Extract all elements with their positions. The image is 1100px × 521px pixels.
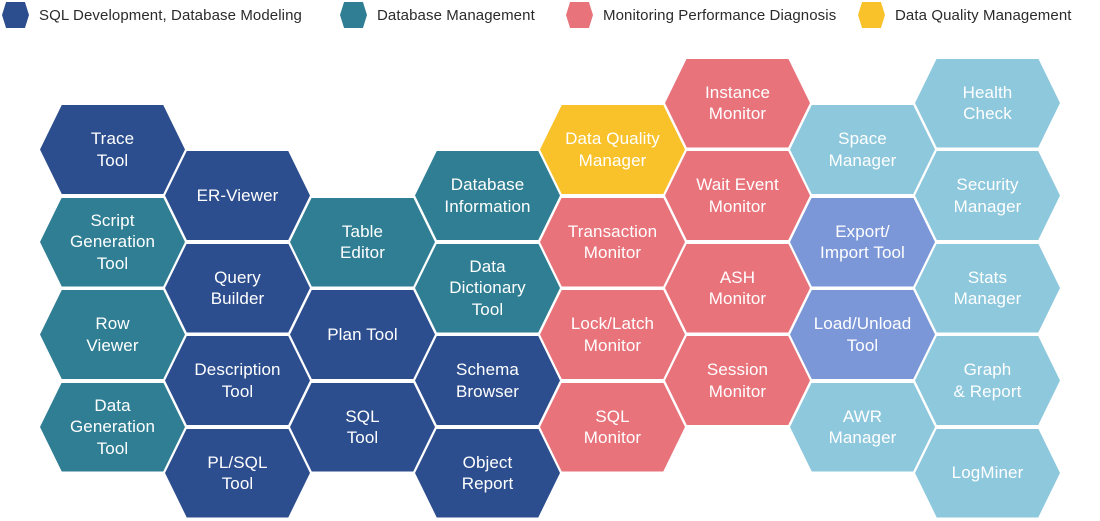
hex-sql-tool: SQL Tool	[290, 382, 435, 472]
legend-label: Data Quality Management	[895, 6, 1072, 24]
hex-label: Health Check	[962, 82, 1013, 123]
hex-trace-tool: Trace Tool	[40, 105, 185, 194]
hex-label: Stats Manager	[953, 267, 1022, 308]
hex-load-unload-tool: Load/Unload Tool	[790, 290, 935, 379]
hex-label: Transaction Monitor	[567, 221, 658, 262]
hex-data-dictionary-tool: Data Dictionary Tool	[415, 243, 560, 333]
hex-script-generation-tool: Script Generation Tool	[40, 197, 185, 287]
hex-logminer: LogMiner	[915, 428, 1060, 518]
navy-hexagon-icon	[2, 2, 29, 28]
hex-label: Instance Monitor	[704, 82, 771, 123]
hex-description-tool: Description Tool	[165, 336, 310, 425]
hex-instance-monitor: Instance Monitor	[665, 58, 810, 148]
hex-label: LogMiner	[951, 463, 1024, 483]
hex-label: Database Information	[444, 175, 531, 216]
hex-label: Export/ Import Tool	[820, 221, 905, 262]
hex-label: Security Manager	[953, 175, 1022, 216]
legend-label: SQL Development, Database Modeling	[39, 6, 302, 24]
hex-label: Lock/Latch Monitor	[570, 314, 655, 355]
legend-item-database-management: Database Management	[340, 2, 535, 28]
hex-graph-report: Graph & Report	[915, 336, 1060, 425]
hex-label: Session Monitor	[706, 360, 769, 401]
hex-label: Graph & Report	[953, 360, 1022, 401]
hex-query-builder: Query Builder	[165, 243, 310, 333]
hex-label: Trace Tool	[90, 129, 135, 170]
hex-session-monitor: Session Monitor	[665, 336, 810, 425]
hex-label: Data Dictionary Tool	[449, 256, 526, 319]
hex-schema-browser: Schema Browser	[415, 336, 560, 425]
hex-transaction-monitor: Transaction Monitor	[540, 197, 685, 287]
hex-pl-sql-tool: PL/SQL Tool	[165, 428, 310, 518]
hex-wait-event-monitor: Wait Event Monitor	[665, 151, 810, 240]
hex-label: Object Report	[461, 452, 514, 493]
legend-label: Database Management	[377, 6, 535, 24]
hex-export-import-tool: Export/ Import Tool	[790, 197, 935, 287]
hex-label: Description Tool	[194, 360, 281, 401]
hex-security-manager: Security Manager	[915, 151, 1060, 240]
hex-table-editor: Table Editor	[290, 197, 435, 287]
hex-data-generation-tool: Data Generation Tool	[40, 382, 185, 472]
hex-label: AWR Manager	[828, 406, 897, 447]
hex-ash-monitor: ASH Monitor	[665, 243, 810, 333]
teal-hexagon-icon	[340, 2, 367, 28]
hex-label: Table Editor	[339, 221, 385, 262]
legend-label: Monitoring Performance Diagnosis	[603, 6, 837, 24]
hex-label: Wait Event Monitor	[696, 175, 779, 216]
salmon-hexagon-icon	[566, 2, 593, 28]
hex-label: ASH Monitor	[708, 267, 767, 308]
hex-label: Script Generation Tool	[69, 210, 156, 273]
hex-sql-monitor: SQL Monitor	[540, 382, 685, 472]
hex-er-viewer: ER-Viewer	[165, 151, 310, 240]
hex-plan-tool: Plan Tool	[290, 290, 435, 379]
hex-label: Query Builder	[210, 267, 265, 308]
hex-space-manager: Space Manager	[790, 105, 935, 194]
hex-stats-manager: Stats Manager	[915, 243, 1060, 333]
hex-object-report: Object Report	[415, 428, 560, 518]
hex-label: Row Viewer	[86, 314, 139, 355]
legend-item-monitoring-performance: Monitoring Performance Diagnosis	[566, 2, 836, 28]
hex-label: Space Manager	[828, 129, 897, 170]
hex-label: Load/Unload Tool	[813, 314, 912, 355]
hex-data-quality-manager: Data Quality Manager	[540, 105, 685, 194]
hex-health-check: Health Check	[915, 58, 1060, 148]
hex-label: SQL Tool	[345, 406, 380, 447]
hex-label: Data Generation Tool	[69, 395, 156, 458]
hex-label: PL/SQL Tool	[207, 452, 268, 493]
hex-label: SQL Monitor	[583, 406, 642, 447]
hex-row-viewer: Row Viewer	[40, 290, 185, 379]
legend-item-data-quality: Data Quality Management	[858, 2, 1072, 28]
hex-lock-latch-monitor: Lock/Latch Monitor	[540, 290, 685, 379]
legend-item-sql-development: SQL Development, Database Modeling	[2, 2, 302, 28]
yellow-hexagon-icon	[858, 2, 885, 28]
hex-label: Schema Browser	[455, 360, 520, 401]
hex-awr-manager: AWR Manager	[790, 382, 935, 472]
legend: SQL Development, Database Modeling Datab…	[0, 0, 1100, 32]
hex-label: Data Quality Manager	[565, 129, 660, 170]
hex-label: Plan Tool	[327, 324, 398, 344]
hex-database-information: Database Information	[415, 151, 560, 240]
hex-label: ER-Viewer	[196, 185, 279, 205]
